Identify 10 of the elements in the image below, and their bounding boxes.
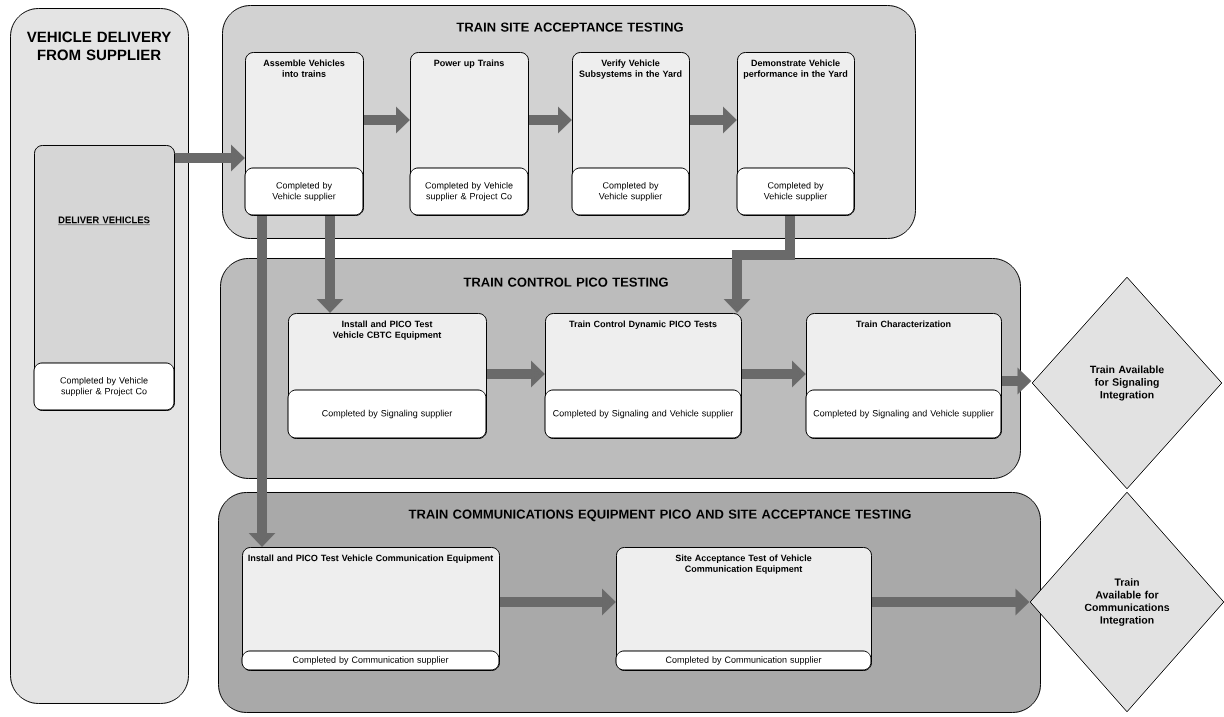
process-box: Power up Trains Completed by Vehicle supplier & Project Co	[409, 52, 529, 216]
process-box: Train Characterization Completed by Signaling and Vehicle supplier	[805, 313, 1002, 439]
process-box: DELIVER VEHICLES Completed by Vehicle supplier & Project Co	[33, 145, 175, 411]
process-box: Demonstrate Vehicle performance in the Yard Completed by Vehicle supplier	[736, 52, 855, 216]
process-box: Verify Vehicle Subsystems in the Yard Completed by Vehicle supplier	[571, 52, 690, 216]
process-box: Assemble Vehicles into trains Completed by Vehicle supplier	[244, 52, 364, 216]
process-box: Install and PICO Test Vehicle CBTC Equipment Completed by Signaling supplier	[287, 313, 487, 439]
process-box: Install and PICO Test Vehicle Communication Equipment Completed by Communication supplier	[241, 547, 500, 671]
process-box: Site Acceptance Test of Vehicle Communication Equipment Completed by Communication supplier	[615, 547, 872, 671]
process-box: Train Control Dynamic PICO Tests Completed by Signaling and Vehicle supplier	[544, 313, 742, 439]
